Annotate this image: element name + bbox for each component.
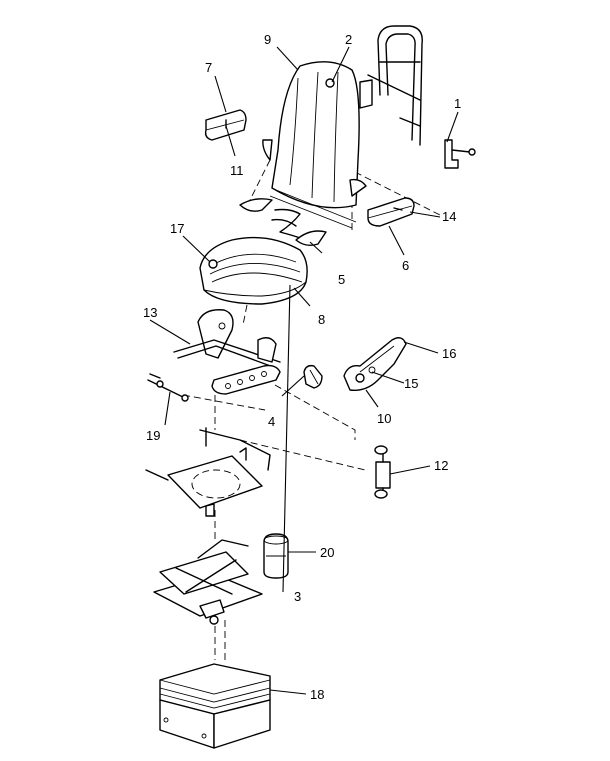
callout-20: 20 [320,545,334,560]
callout-5: 5 [338,272,345,287]
scissor-suspension [153,539,263,625]
backrest-frame [359,25,423,146]
callout-4: 4 [268,414,275,429]
callout-labels: 1 2 3 4 5 6 7 8 9 10 11 12 13 14 15 16 1… [143,32,461,702]
seat-frame [173,309,281,395]
callout-10: 10 [377,411,391,426]
callout-16: 16 [442,346,456,361]
callout-3: 3 [294,589,301,604]
callout-9: 9 [264,32,271,47]
leader-lines [149,46,459,695]
callout-18: 18 [310,687,324,702]
callout-13: 13 [143,305,157,320]
callout-15: 15 [404,376,418,391]
assembly-guide-lines [182,159,441,660]
shock-absorber [374,445,391,499]
callout-17: 17 [170,221,184,236]
callout-1: 1 [454,96,461,111]
hinge-bracket [444,139,476,169]
callout-7: 7 [205,60,212,75]
callout-8: 8 [318,312,325,327]
callout-19: 19 [146,428,160,443]
lumbar-support [239,198,327,247]
armrest-right [367,197,415,227]
control-cable [147,373,189,402]
seat-cushion [199,236,308,305]
armrest-left [204,109,247,141]
callout-12: 12 [434,458,448,473]
seat-base [159,663,271,749]
callout-2: 2 [345,32,352,47]
callout-6: 6 [402,258,409,273]
callout-11: 11 [230,163,244,178]
mounting-plate [145,427,271,517]
air-spring [263,533,289,579]
callout-14: 14 [442,209,456,224]
seat-back [262,61,367,229]
side-bracket [343,337,407,391]
adjustment-knob [303,364,323,389]
